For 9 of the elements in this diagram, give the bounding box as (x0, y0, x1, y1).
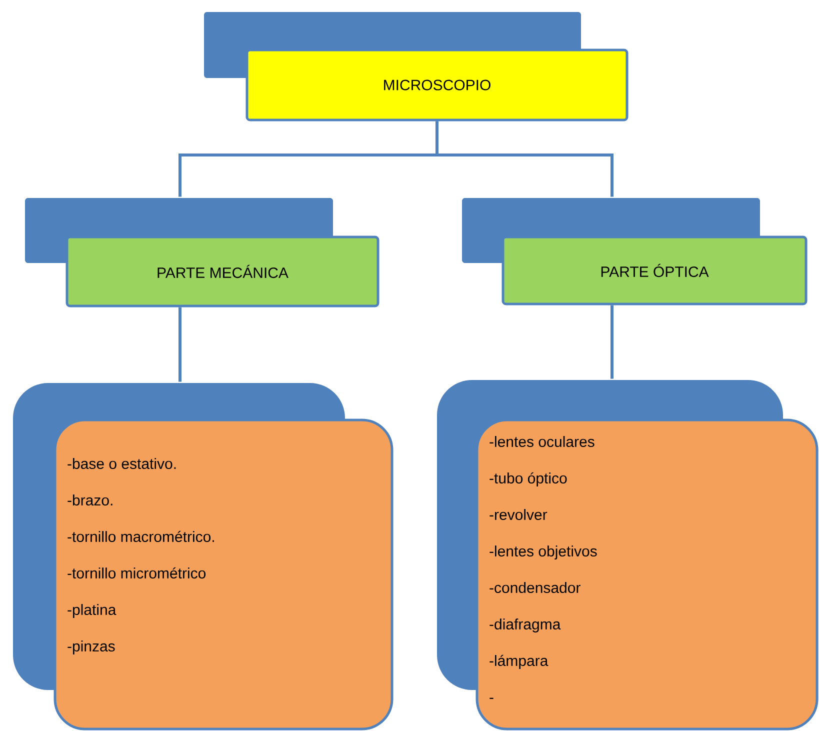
connector-line (436, 121, 614, 197)
list-box: -lentes oculares -tubo óptico -revolver -lentes objetivos -condensador -diafragma -lámpara - (437, 380, 818, 730)
node-label: - (490, 698, 494, 699)
connector-line (610, 305, 614, 379)
title-box: MICROSCOPIO (204, 12, 628, 122)
title-box: PARTE MECÁNICA (25, 198, 380, 308)
title-box: PARTE ÓPTICA (462, 198, 808, 306)
connector-line (178, 307, 182, 382)
list-box: -base o estativo. -brazo. -tornillo macrométrico. -tornillo micrométrico -platina -pinzas (13, 383, 394, 730)
